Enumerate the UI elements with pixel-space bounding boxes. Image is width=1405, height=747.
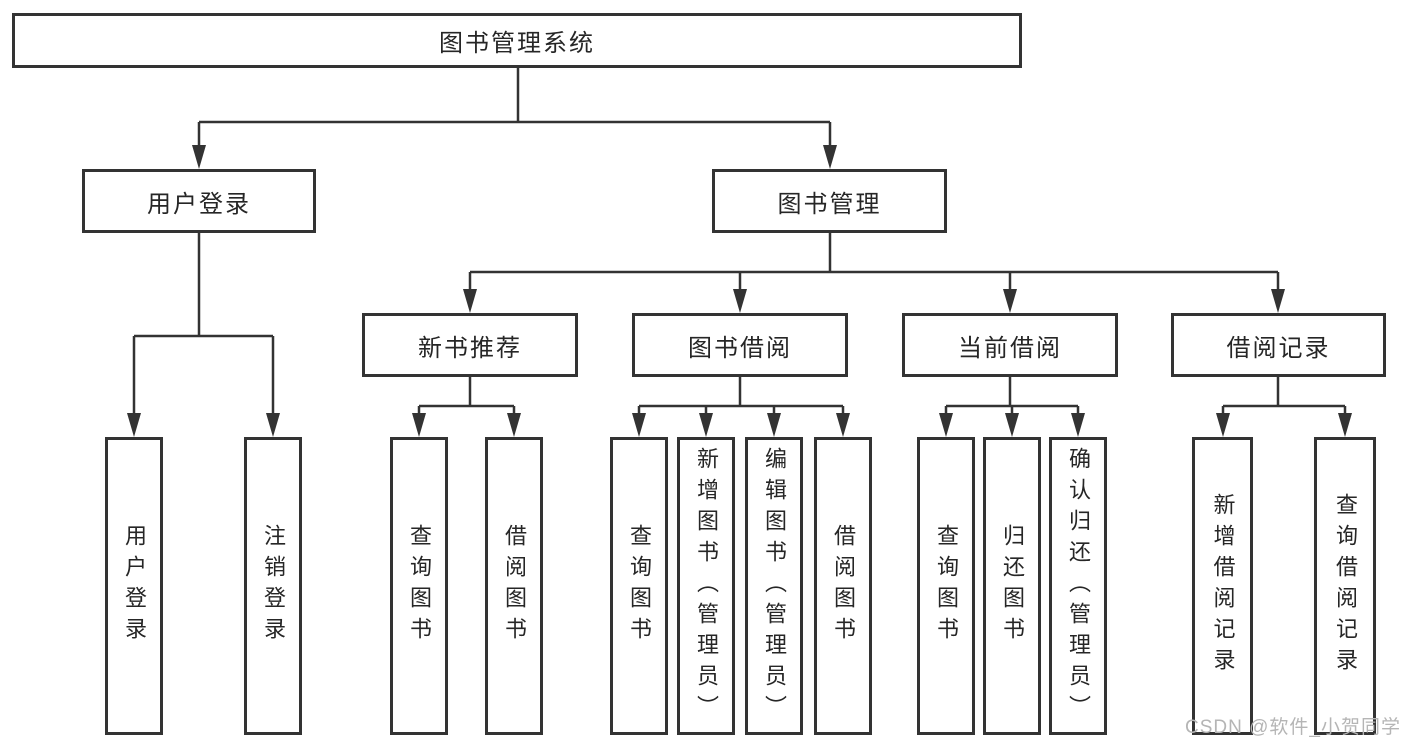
node-borrow-records: 借阅记录 [1171,313,1386,377]
leaf-query-borrow-record: 查询借阅记录 [1314,437,1376,735]
connector-current-borrow-to-leaves [944,377,1080,415]
node-book-borrow: 图书借阅 [632,313,848,377]
leaf-user-login: 用户登录 [105,437,163,735]
leaf-add-book-admin: 新增图书（管理员） [677,437,735,735]
connector-root-to-level2 [197,68,832,147]
leaf-borrow-books-recommend: 借阅图书 [485,437,543,735]
leaf-edit-book-admin: 编辑图书（管理员） [745,437,803,735]
leaf-borrow-books: 借阅图书 [814,437,872,735]
node-book-management: 图书管理 [712,169,947,233]
node-library-management-system: 图书管理系统 [12,13,1022,68]
node-new-book-recommend: 新书推荐 [362,313,578,377]
connector-user-login-to-leaves [132,233,275,415]
connector-book-management-to-level3 [468,233,1280,292]
leaf-return-book: 归还图书 [983,437,1041,735]
arrowheads [127,145,1352,437]
leaf-add-borrow-record: 新增借阅记录 [1192,437,1253,735]
connector-borrow-records-to-leaves [1221,377,1347,415]
leaf-query-books-current: 查询图书 [917,437,975,735]
connector-book-borrow-to-leaves [637,377,845,415]
leaf-logout-login: 注销登录 [244,437,302,735]
leaf-confirm-return-admin: 确认归还（管理员） [1049,437,1107,735]
csdn-watermark: CSDN @软件_小贺同学 [1185,717,1401,738]
node-user-login: 用户登录 [82,169,316,233]
leaf-query-books-borrow: 查询图书 [610,437,668,735]
leaf-query-books-recommend: 查询图书 [390,437,448,735]
node-current-borrow: 当前借阅 [902,313,1118,377]
connector-new-book-recommend-to-leaves [417,377,516,415]
